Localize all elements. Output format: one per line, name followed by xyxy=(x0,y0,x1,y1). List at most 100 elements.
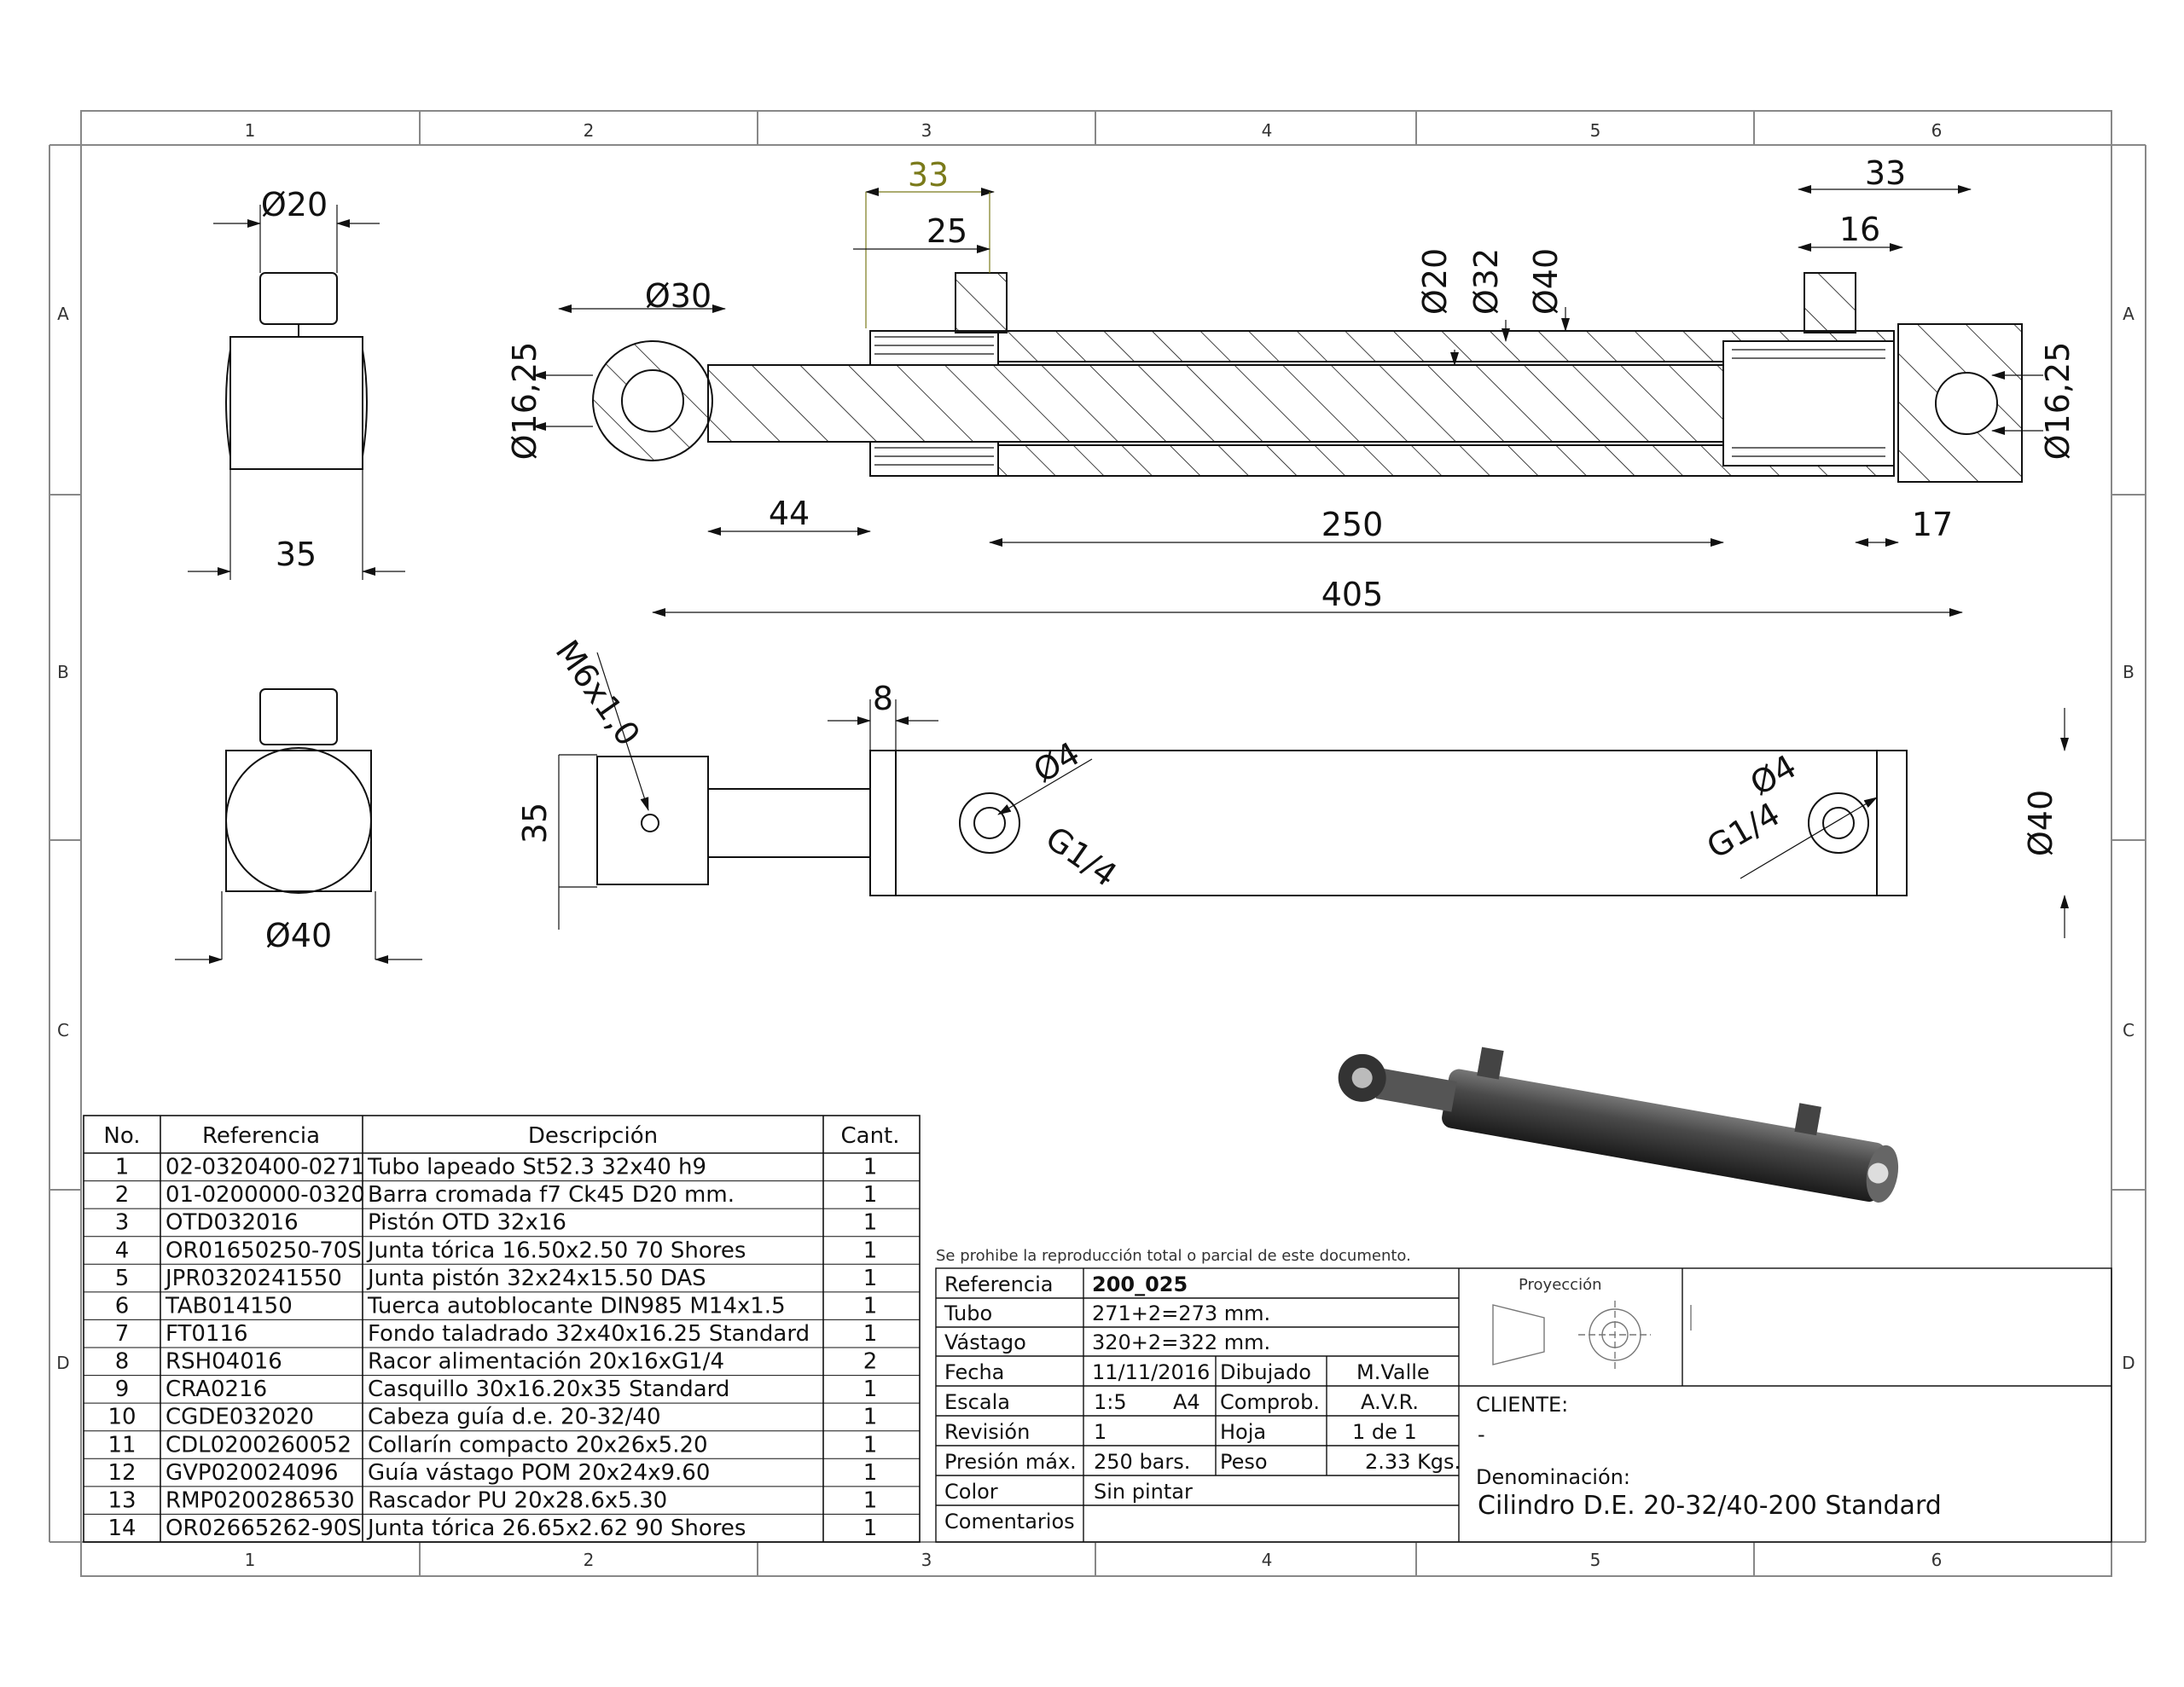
plan-port-right: G1/4 xyxy=(1700,795,1786,866)
bom-cell-qty: 1 xyxy=(863,1155,878,1180)
tb-value-comprob: A.V.R. xyxy=(1361,1390,1419,1414)
bom-cell-ref: RMP0200286530 xyxy=(166,1487,355,1513)
tb-label-denominacion: Denominación: xyxy=(1476,1465,1630,1489)
plan-dim-lines xyxy=(558,652,2069,938)
section-dim-lines xyxy=(532,185,2043,617)
plan-view xyxy=(596,750,1908,896)
bom-cell-ref: OR01650250-70S xyxy=(166,1238,362,1263)
zone-row-b: B xyxy=(57,662,69,682)
bom-cell-desc: Barra cromada f7 Ck45 D20 mm. xyxy=(368,1182,735,1208)
section-d17: 17 xyxy=(1912,506,1953,543)
tb-label-fecha: Fecha xyxy=(944,1360,1004,1384)
tb-value-fecha: 11/11/2016 xyxy=(1092,1360,1210,1384)
bom-cell-qty: 1 xyxy=(863,1487,878,1513)
tb-value-formato: A4 xyxy=(1173,1390,1200,1414)
bom-cell-no: 1 xyxy=(115,1155,130,1180)
bom-cell-ref: CRA0216 xyxy=(166,1377,267,1402)
tb-value-dibujado: M.Valle xyxy=(1356,1360,1430,1384)
tb-label-cliente: CLIENTE: xyxy=(1476,1393,1568,1417)
bom-cell-ref: CDL0200260052 xyxy=(166,1432,351,1458)
bom-cell-desc: Rascador PU 20x28.6x5.30 xyxy=(368,1487,667,1513)
tb-value-peso: 2.33 Kgs. xyxy=(1365,1450,1461,1474)
section-dia-30: Ø30 xyxy=(645,277,712,315)
bom-cell-qty: 1 xyxy=(863,1405,878,1430)
tb-label-dibujado: Dibujado xyxy=(1220,1360,1311,1384)
zone-col-5-bottom: 5 xyxy=(1590,1550,1601,1570)
tb-value-referencia: 200_025 xyxy=(1092,1272,1188,1296)
section-d250: 250 xyxy=(1321,506,1384,543)
bom-header-ref: Referencia xyxy=(202,1123,320,1149)
bom-cell-no: 8 xyxy=(115,1349,130,1375)
bom-cell-desc: Tuerca autoblocante DIN985 M14x1.5 xyxy=(367,1293,786,1319)
tb-value-denominacion: Cilindro D.E. 20-32/40-200 Standard xyxy=(1478,1491,1942,1521)
bom-cell-no: 13 xyxy=(107,1487,136,1513)
bom-cell-ref: GVP020024096 xyxy=(166,1460,339,1486)
section-d16: 16 xyxy=(1839,211,1880,248)
bom-header-no: No. xyxy=(103,1123,140,1149)
bom-header-qty: Cant. xyxy=(840,1123,899,1149)
bom-cell-desc: Tubo lapeado St52.3 32x40 h9 xyxy=(367,1155,706,1180)
zone-col-6-bottom: 6 xyxy=(1931,1550,1943,1570)
zone-row-b-right: B xyxy=(2123,662,2135,682)
zone-row-d: D xyxy=(56,1353,69,1373)
plan-port-left: G1/4 xyxy=(1039,819,1124,894)
bom-cell-qty: 1 xyxy=(863,1182,878,1208)
zone-col-1: 1 xyxy=(245,120,256,141)
tb-label-hoja: Hoja xyxy=(1220,1420,1266,1444)
bom-cell-desc: Junta tórica 26.65x2.62 90 Shores xyxy=(366,1516,746,1541)
bom-row: 10 CGDE032020 Cabeza guía d.e. 20-32/40 1 xyxy=(107,1405,877,1430)
bom-cell-ref: 02-0320400-0271 xyxy=(166,1155,365,1180)
bom-cell-ref: OR02665262-90S xyxy=(166,1516,362,1541)
bom-cell-desc: Guía vástago POM 20x24x9.60 xyxy=(368,1460,710,1486)
tb-label-referencia: Referencia xyxy=(944,1272,1053,1296)
bom-cell-no: 7 xyxy=(115,1321,130,1347)
section-dia-32: Ø32 xyxy=(1467,248,1505,315)
tb-value-revision: 1 xyxy=(1094,1420,1107,1444)
zone-col-4-bottom: 4 xyxy=(1262,1550,1273,1570)
tb-value-escala: 1:5 xyxy=(1094,1390,1127,1414)
projection-label: Proyección xyxy=(1519,1276,1602,1294)
tb-label-peso: Peso xyxy=(1220,1450,1268,1474)
copyright-notice: Se prohibe la reproducción total o parci… xyxy=(936,1247,1411,1265)
zone-col-2: 2 xyxy=(584,120,595,141)
bom-cell-qty: 1 xyxy=(863,1516,878,1541)
tb-label-presion: Presión máx. xyxy=(944,1450,1077,1474)
end-view-top xyxy=(188,205,405,580)
section-view xyxy=(592,272,2023,483)
bom-cell-qty: 1 xyxy=(863,1321,878,1347)
zone-col-3-bottom: 3 xyxy=(921,1550,932,1570)
bom-cell-ref: CGDE032020 xyxy=(166,1405,314,1430)
zone-col-5: 5 xyxy=(1590,120,1601,141)
tb-label-tubo: Tubo xyxy=(944,1301,992,1325)
zone-row-a-right: A xyxy=(2123,304,2135,324)
zone-row-c-right: C xyxy=(2123,1020,2135,1041)
tb-label-escala: Escala xyxy=(944,1390,1010,1414)
bom-cell-ref: OTD032016 xyxy=(166,1210,299,1236)
plan-d8: 8 xyxy=(873,680,893,717)
bom-cell-no: 9 xyxy=(115,1377,130,1402)
tb-label-color: Color xyxy=(944,1480,998,1504)
bom-cell-no: 10 xyxy=(107,1405,136,1430)
bom-cell-desc: Pistón OTD 32x16 xyxy=(368,1210,566,1236)
tb-value-cliente: - xyxy=(1478,1423,1485,1446)
bom-cell-desc: Cabeza guía d.e. 20-32/40 xyxy=(368,1405,661,1430)
bom-cell-desc: Junta pistón 32x24x15.50 DAS xyxy=(366,1266,706,1291)
plan-thread: M6x1,0 xyxy=(549,634,648,753)
tb-value-tubo: 271+2=273 mm. xyxy=(1092,1301,1270,1325)
bom-cell-qty: 1 xyxy=(863,1210,878,1236)
zone-row-c: C xyxy=(57,1020,69,1041)
bom-cell-qty: 1 xyxy=(863,1266,878,1291)
plan-d35: 35 xyxy=(516,803,554,844)
bom-cell-no: 3 xyxy=(115,1210,130,1236)
section-dia-16-25-left: Ø16,25 xyxy=(506,342,543,461)
